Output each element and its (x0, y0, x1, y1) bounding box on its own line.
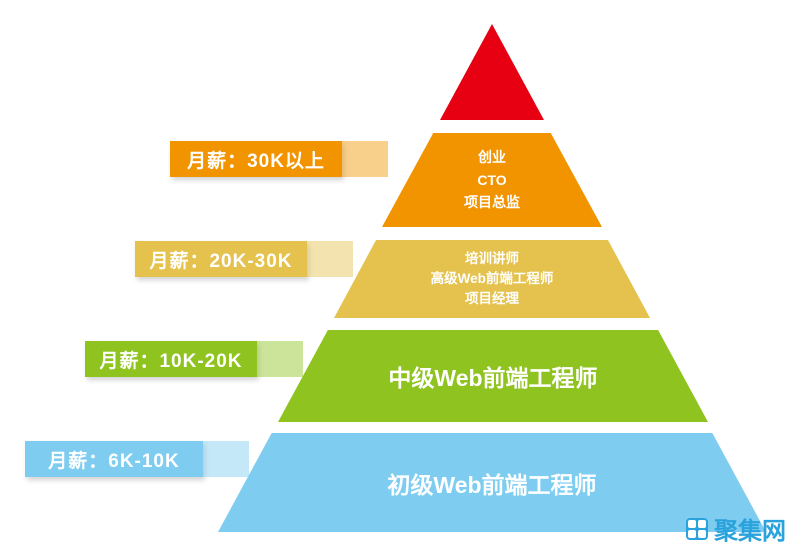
pyramid-level-intermediate: 中级Web前端工程师 (278, 330, 708, 422)
salary-label-executive: 月薪：30K以上 (170, 141, 388, 177)
level-text-line: 中级Web前端工程师 (388, 365, 598, 391)
level-text-line: CTO (477, 171, 507, 188)
level-text-line: 高级Web前端工程师 (430, 270, 554, 286)
pyramid-level-senior: 培训讲师 高级Web前端工程师 项目经理 (334, 240, 650, 318)
pyramid-level-junior: 初级Web前端工程师 (218, 433, 766, 532)
pyramid-level-executive: 创业 CTO 项目总监 (382, 133, 602, 227)
level-text-line: 初级Web前端工程师 (387, 471, 597, 498)
watermark-text: 聚集网 (714, 518, 786, 545)
salary-label-intermediate: 月薪：10K-20K (85, 341, 303, 377)
watermark: 聚集网 (686, 511, 786, 546)
salary-label-senior: 月薪：20K-30K (135, 241, 353, 277)
level-text-line: 项目经理 (465, 291, 519, 307)
juji-logo-icon (686, 517, 708, 540)
salary-label-junior: 月薪：6K-10K (25, 441, 249, 477)
level-text-line: 项目总监 (464, 194, 520, 211)
pyramid-apex (440, 24, 544, 120)
level-text-line: 培训讲师 (465, 250, 519, 266)
level-text-line: 创业 (478, 149, 506, 166)
